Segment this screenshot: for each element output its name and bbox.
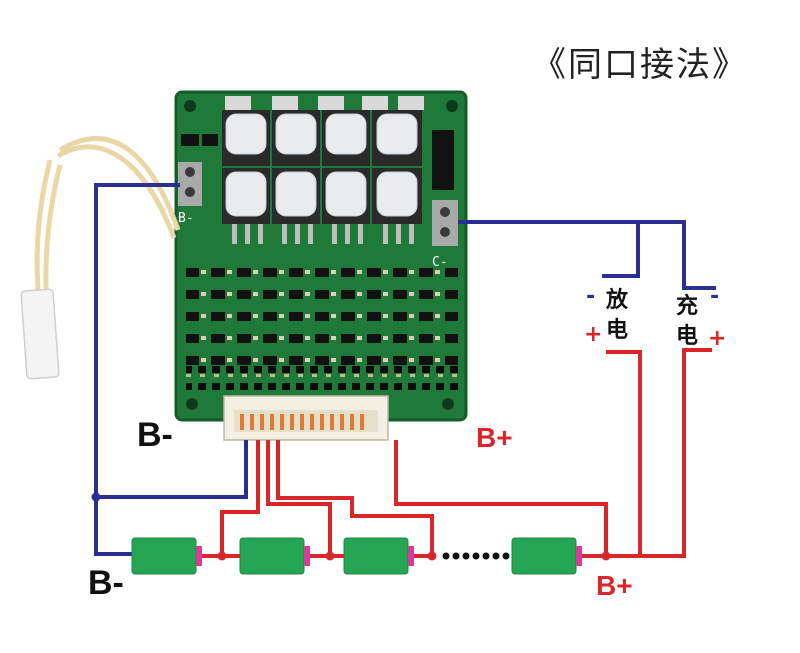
- mounting-hole: [446, 100, 458, 112]
- b-minus-board-label: B-: [137, 416, 173, 454]
- discharge-label-1: 放: [606, 288, 629, 313]
- silk-c-minus: C-: [432, 255, 448, 270]
- discharge-minus: -: [586, 284, 596, 309]
- b-minus-pads: [178, 162, 202, 206]
- battery-pack: [91, 492, 611, 575]
- c-minus-pads: [432, 200, 458, 246]
- battery-cell: [239, 537, 305, 575]
- ntc-sensor: [20, 136, 181, 380]
- balance-connector: [223, 395, 389, 441]
- battery-cell: [511, 537, 577, 575]
- balance-components: [186, 366, 458, 390]
- b-plus-board-label: B+: [476, 422, 513, 453]
- silk-b-minus: B-: [178, 211, 194, 226]
- discharge-plus: +: [584, 322, 603, 347]
- smd-components: [186, 256, 458, 366]
- charge-minus: -: [710, 284, 720, 309]
- charge-plus: +: [708, 326, 727, 351]
- charge-label-2: 电: [676, 324, 699, 349]
- b-plus-pack-label: B+: [596, 570, 633, 601]
- shunt-resistor: [202, 134, 218, 146]
- diagram-title: 《同口接法》: [532, 45, 748, 85]
- mounting-hole: [442, 398, 454, 410]
- cell-terminal: [196, 546, 202, 566]
- bms-board: N3 B- C-: [174, 90, 468, 441]
- more-cells-dots: [442, 552, 510, 560]
- positive-wiring: [220, 348, 712, 558]
- mounting-hole: [184, 100, 196, 112]
- negative-wiring: [94, 183, 716, 556]
- cell-terminal: [576, 546, 582, 566]
- battery-cell: [131, 537, 197, 575]
- cell-terminal: [408, 546, 414, 566]
- mosfet-array: [222, 110, 422, 244]
- discharge-label-2: 电: [606, 318, 629, 343]
- b-minus-pack-label: B-: [88, 564, 124, 602]
- charge-label-1: 充: [676, 294, 699, 319]
- connector-ref: N3: [412, 423, 428, 438]
- cell-terminal: [304, 546, 310, 566]
- battery-cell: [343, 537, 409, 575]
- shunt-resistor: [181, 134, 199, 146]
- mounting-hole: [186, 398, 198, 410]
